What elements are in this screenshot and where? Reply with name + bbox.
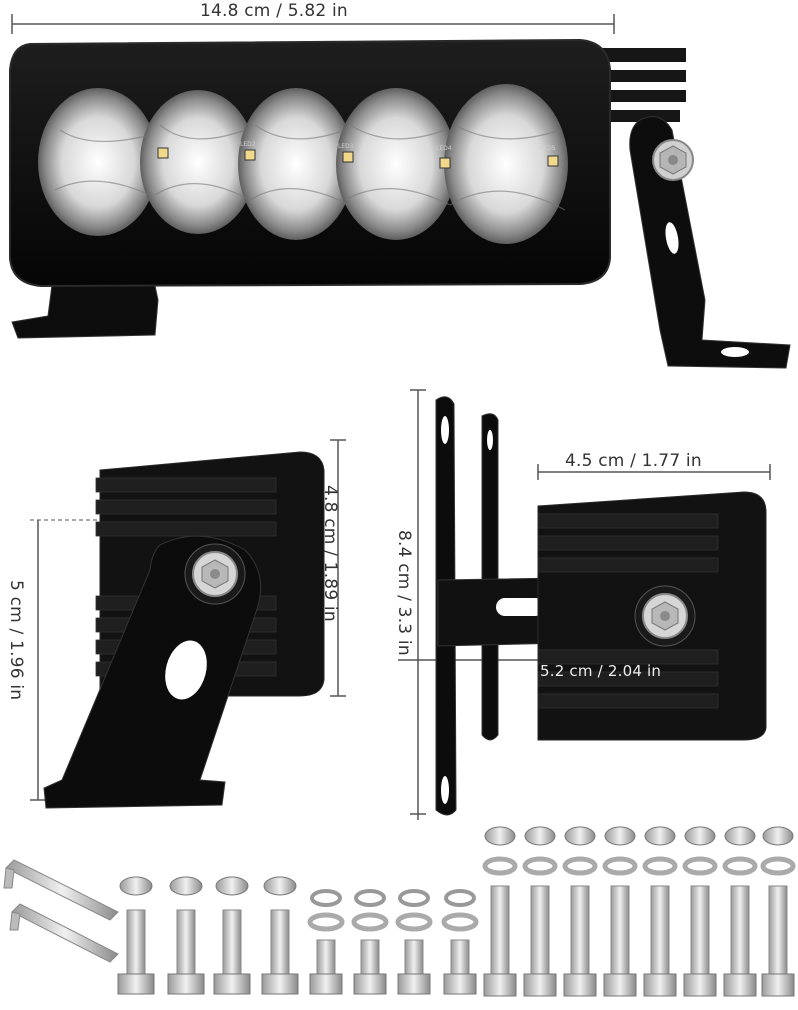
side-view-l-bracket <box>30 439 346 809</box>
hex-key-1 <box>3 859 119 921</box>
side-view-vertical-bracket <box>398 389 771 820</box>
length-dimension-label: 14.8 cm / 5.82 in <box>200 1 348 21</box>
light-bar-front-view: LED2 LED3 LED4 LED5 <box>9 14 791 369</box>
hex-key-2 <box>9 903 119 963</box>
long-bolts <box>482 826 796 997</box>
led-label-5: LED5 <box>540 145 556 152</box>
led-chips <box>157 147 559 169</box>
height-side-bracket-label: 8.4 cm / 3.3 in <box>394 530 414 656</box>
lens-group <box>38 84 568 244</box>
height-body-label: 4.8 cm / 1.89 in <box>320 485 340 622</box>
hardware-kit <box>3 826 796 997</box>
led-label-2: LED2 <box>240 141 256 148</box>
led-label-4: LED4 <box>436 145 452 152</box>
height-bracket-label: 5 cm / 1.96 in <box>6 580 26 701</box>
short-bolts <box>117 876 299 995</box>
small-bolts-and-washers <box>307 889 479 995</box>
lens-5 <box>444 84 568 244</box>
lens-1 <box>38 88 158 236</box>
depth-label: 4.5 cm / 1.77 in <box>565 451 702 471</box>
lens-2 <box>140 90 256 234</box>
depth-with-bracket-label: 5.2 cm / 2.04 in <box>540 662 662 680</box>
lens-3 <box>238 88 354 240</box>
led-label-3: LED3 <box>338 143 354 150</box>
lens-4 <box>336 88 456 240</box>
